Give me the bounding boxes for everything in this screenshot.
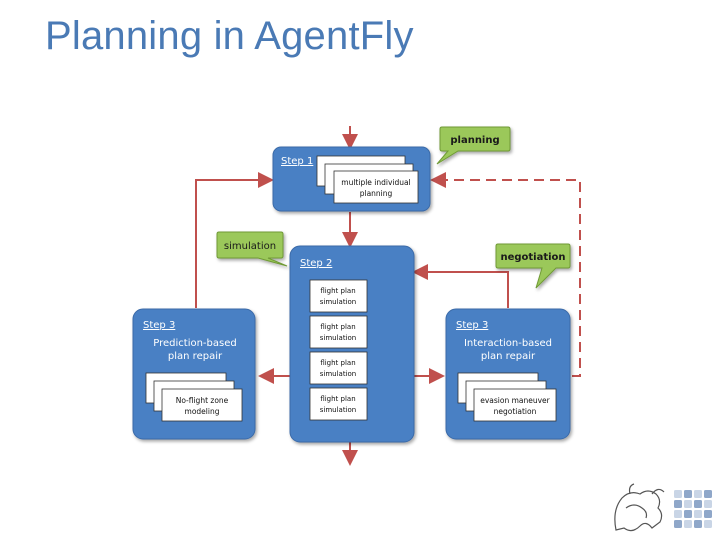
university-logo: [614, 483, 712, 532]
step2-card3-line2: simulation: [320, 370, 357, 378]
step3-right-card: [473, 388, 557, 422]
page-title: Planning in AgentFly: [45, 14, 414, 58]
callout-negotiation: negotiation: [495, 243, 571, 289]
step2-card4-line1: flight plan: [320, 395, 355, 403]
step3-right-card-line2: negotiation: [494, 407, 537, 416]
callout-simulation-text: simulation: [224, 241, 276, 252]
step2-box: Step 2 flight plan simulation flight pla…: [289, 245, 415, 443]
arrow-right-to-step2: [412, 264, 509, 308]
step2-card2-line1: flight plan: [320, 323, 355, 331]
step1-card-line2: planning: [360, 189, 393, 198]
step3-left-title-line2: plan repair: [168, 351, 223, 362]
step3-right-title-line2: plan repair: [481, 351, 536, 362]
step2-card3-line1: flight plan: [320, 359, 355, 367]
step2-label: Step 2: [300, 258, 332, 269]
callout-planning: planning: [436, 126, 511, 165]
step3-right-label: Step 3: [456, 320, 488, 331]
step2-card4-line2: simulation: [320, 406, 357, 414]
step3-left-box: Step 3 Prediction-based plan repair No-f…: [132, 308, 256, 440]
step3-left-card-line2: modeling: [185, 407, 220, 416]
arrow-left-loop: [195, 172, 274, 308]
step1-card: [333, 170, 419, 204]
step3-left-label: Step 3: [143, 320, 175, 331]
step1-label: Step 1: [281, 156, 313, 167]
step2-card: [309, 351, 368, 385]
step2-card: [309, 315, 368, 349]
callout-simulation: simulation: [216, 231, 288, 267]
step1-card-line1: multiple individual: [341, 178, 410, 187]
lion-emblem-icon: [614, 483, 665, 532]
step2-card2-line2: simulation: [320, 334, 357, 342]
step2-card1-line2: simulation: [320, 298, 357, 306]
step2-card1-line1: flight plan: [320, 287, 355, 295]
dashed-feedback-loop: [430, 172, 581, 377]
step2-card: [309, 279, 368, 313]
callout-negotiation-text: negotiation: [500, 252, 565, 263]
dot-grid-mark: [674, 490, 712, 528]
step3-right-card-line1: evasion maneuver: [480, 396, 550, 405]
step3-right-box: Step 3 Interaction-based plan repair eva…: [445, 308, 571, 440]
step1-box: Step 1 multiple individual planning: [272, 146, 431, 212]
step2-card: [309, 387, 368, 421]
callout-planning-text: planning: [450, 135, 499, 146]
step3-left-title-line1: Prediction-based: [153, 338, 236, 349]
step3-left-card-line1: No-flight zone: [176, 396, 229, 405]
step3-right-title-line1: Interaction-based: [464, 338, 552, 349]
step3-left-card: [161, 388, 243, 422]
